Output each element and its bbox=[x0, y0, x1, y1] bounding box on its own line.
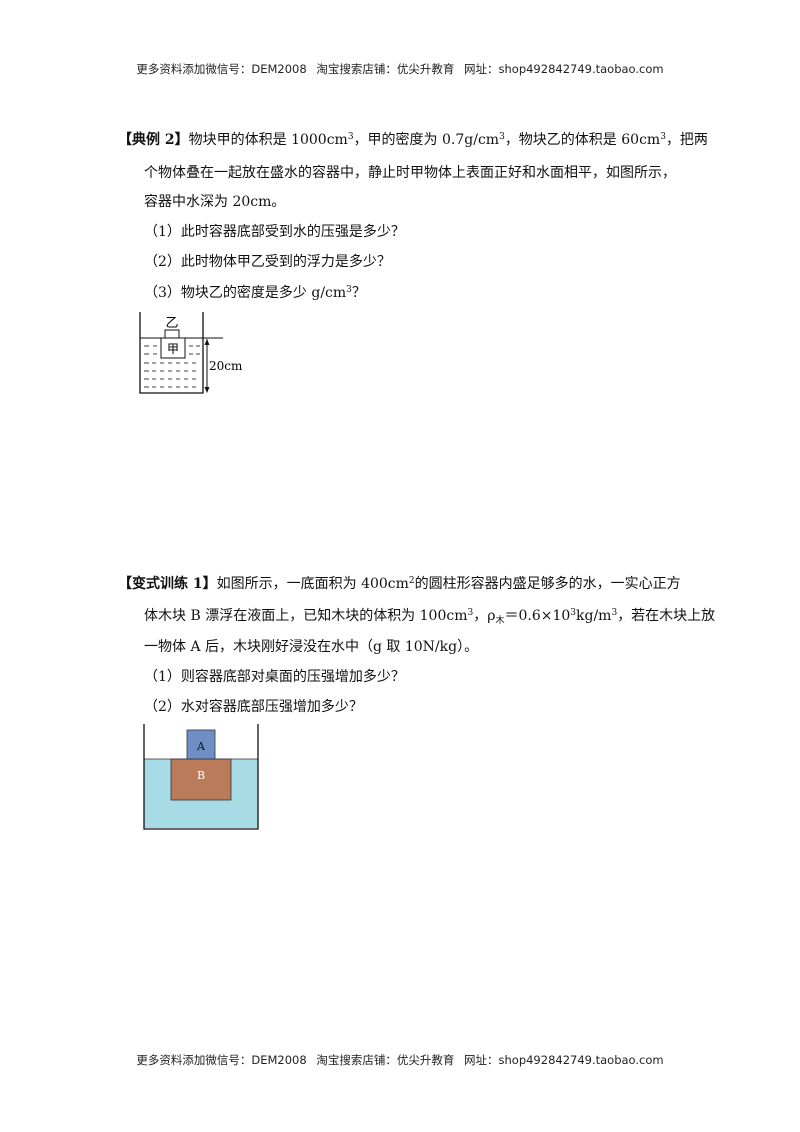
training-1-tag: 【变式训练 1】 bbox=[118, 576, 217, 592]
superscript-3: 3 bbox=[499, 132, 505, 142]
footer-site: 网址：shop492842749.taobao.com bbox=[464, 1053, 664, 1067]
example-2-text-3: ，物块乙的体积是 60cm bbox=[504, 132, 661, 148]
training-1-text-2: 的圆柱形容器内盛足够多的水，一实心正方 bbox=[414, 576, 681, 592]
example-2-figure: 甲 乙 20cm bbox=[139, 312, 243, 394]
training-1-text-3: 体木块 B 漂浮在液面上，已知木块的体积为 100cm bbox=[144, 608, 468, 624]
superscript-3: 3 bbox=[660, 132, 666, 142]
arrow-down-icon bbox=[204, 387, 210, 393]
page-footer: 更多资料添加微信号：DEM2008 淘宝搜索店铺：优尖升教育 网址：shop49… bbox=[0, 1052, 800, 1068]
question-3-text: （3）物块乙的密度是多少 g/cm bbox=[144, 285, 347, 301]
footer-wechat: 更多资料添加微信号：DEM2008 bbox=[136, 1053, 307, 1067]
example-2-tag: 【典例 2】 bbox=[118, 132, 189, 148]
example-2-text-4: ，把两 bbox=[665, 132, 708, 148]
page-header: 更多资料添加微信号：DEM2008 淘宝搜索店铺：优尖升教育 网址：shop49… bbox=[0, 61, 800, 77]
depth-label: 20cm bbox=[209, 359, 243, 373]
header-site: 网址：shop492842749.taobao.com bbox=[464, 62, 664, 76]
container-walls bbox=[143, 724, 259, 830]
arrow-up-icon bbox=[204, 339, 210, 345]
example-2-line-1: 【典例 2】物块甲的体积是 1000cm3，甲的密度为 0.7g/cm3，物块乙… bbox=[118, 129, 708, 149]
subscript-wood: 木 bbox=[495, 616, 505, 626]
training-1-text-1: 如图所示，一底面积为 400cm bbox=[216, 576, 409, 592]
training-1-line-2: 体木块 B 漂浮在液面上，已知木块的体积为 100cm3，ρ木＝0.6×103k… bbox=[144, 605, 716, 626]
training-1-text-6: kg/m bbox=[576, 608, 612, 624]
training-1-text-5: ＝0.6×10 bbox=[504, 608, 571, 624]
block-yi-label: 乙 bbox=[165, 316, 178, 331]
container-walls bbox=[139, 312, 204, 394]
water-dashes bbox=[144, 345, 200, 388]
superscript-3: 3 bbox=[347, 132, 354, 142]
block-a-label: A bbox=[196, 740, 206, 753]
example-2-text-1: 物块甲的体积是 1000cm bbox=[188, 132, 348, 148]
example-2-line-3: 容器中水深为 20cm。 bbox=[144, 194, 286, 210]
training-1-question-1: （1）则容器底部对桌面的压强增加多少？ bbox=[144, 669, 405, 685]
block-b bbox=[170, 758, 232, 801]
block-jia-label: 甲 bbox=[167, 342, 179, 356]
header-wechat: 更多资料添加微信号：DEM2008 bbox=[136, 62, 307, 76]
question-3-end: ？ bbox=[351, 285, 366, 301]
example-2-question-2: （2）此时物体甲乙受到的浮力是多少？ bbox=[144, 254, 391, 270]
training-1-text-4: ，ρ bbox=[473, 608, 496, 624]
training-1-text-7: ，若在木块上放 bbox=[617, 608, 716, 624]
block-a bbox=[186, 729, 216, 760]
training-1-figure: B A bbox=[143, 724, 259, 830]
training-1-line-1: 【变式训练 1】如图所示，一底面积为 400cm2的圆柱形容器内盛足够多的水，一… bbox=[118, 573, 681, 593]
superscript-3: 3 bbox=[611, 608, 618, 618]
example-2-text-2: ，甲的密度为 0.7g/cm bbox=[353, 132, 500, 148]
superscript-3: 3 bbox=[346, 285, 352, 295]
footer-shop: 淘宝搜索店铺：优尖升教育 bbox=[316, 1053, 455, 1067]
block-yi bbox=[164, 329, 180, 339]
training-1-question-2: （2）水对容器底部压强增加多少？ bbox=[144, 699, 363, 715]
example-2-line-2: 个物体叠在一起放在盛水的容器中，静止时甲物体上表面正好和水面相平，如图所示， bbox=[144, 165, 676, 181]
superscript-2: 2 bbox=[408, 576, 415, 586]
block-b-label: B bbox=[197, 769, 205, 782]
example-2-question-3: （3）物块乙的密度是多少 g/cm3？ bbox=[144, 282, 366, 302]
example-2-question-1: （1）此时容器底部受到水的压强是多少？ bbox=[144, 224, 405, 240]
superscript-3: 3 bbox=[467, 608, 474, 618]
header-shop: 淘宝搜索店铺：优尖升教育 bbox=[316, 62, 455, 76]
training-1-line-3: 一物体 A 后，木块刚好浸没在水中（g 取 10N/kg）。 bbox=[144, 639, 479, 655]
superscript-3: 3 bbox=[570, 608, 577, 618]
